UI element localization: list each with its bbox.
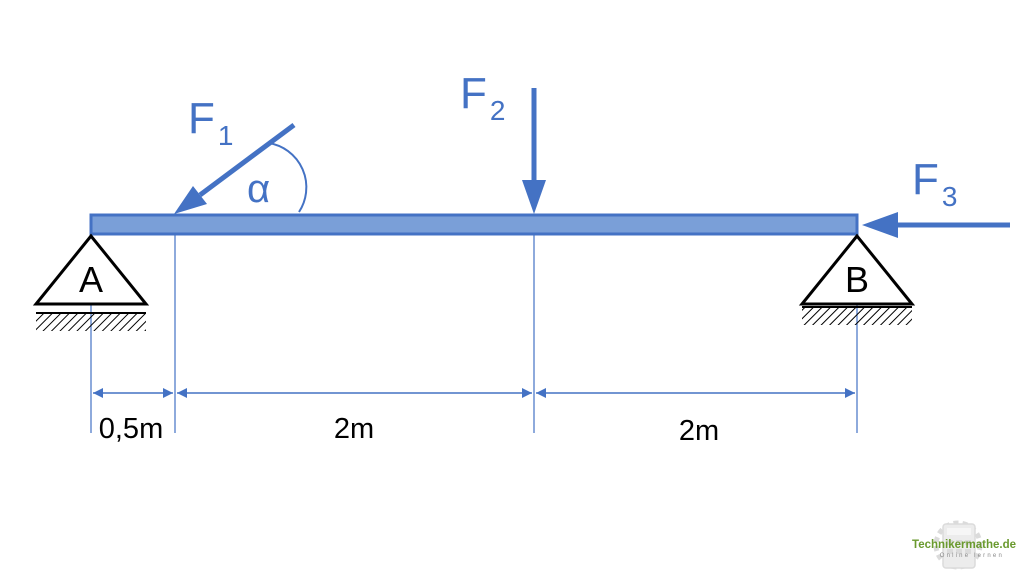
- angle-alpha-label: α: [247, 167, 270, 211]
- calculator-gear-icon: [933, 520, 983, 570]
- support-b-triangle: [798, 233, 916, 306]
- support-a-triangle: [32, 233, 150, 306]
- force-f1-arrowhead: [174, 186, 207, 214]
- force-f2-symbol: F: [460, 69, 487, 118]
- force-f2-arrowhead: [522, 180, 546, 214]
- watermark: Technikermathe.de Online lernen: [912, 520, 1016, 570]
- force-f3-symbol: F: [912, 155, 939, 204]
- support-b-label: B: [845, 259, 869, 300]
- support-a-label: A: [79, 259, 103, 300]
- force-f1-symbol: F: [188, 94, 215, 143]
- force-f2-index: 2: [490, 95, 506, 126]
- dimension-label-2: 2m: [334, 413, 374, 445]
- force-f3-arrowhead: [862, 212, 898, 238]
- beam: [89, 213, 859, 236]
- dimension-label-1: 0,5m: [99, 413, 163, 445]
- force-f1-index: 1: [218, 120, 234, 151]
- force-f3-index: 3: [942, 181, 958, 212]
- watermark-brand: Technikermathe.de: [912, 539, 1016, 551]
- dimension-label-3: 2m: [679, 415, 719, 447]
- angle-arc: [268, 142, 308, 213]
- support-a: A: [32, 233, 150, 331]
- support-b: B: [798, 233, 916, 325]
- support-b-hatching: [802, 307, 912, 325]
- support-a-hatching: [36, 313, 146, 331]
- force-f1-shaft: [198, 122, 296, 198]
- extension-lines: [90, 214, 858, 433]
- watermark-tagline: Online lernen: [940, 553, 1004, 559]
